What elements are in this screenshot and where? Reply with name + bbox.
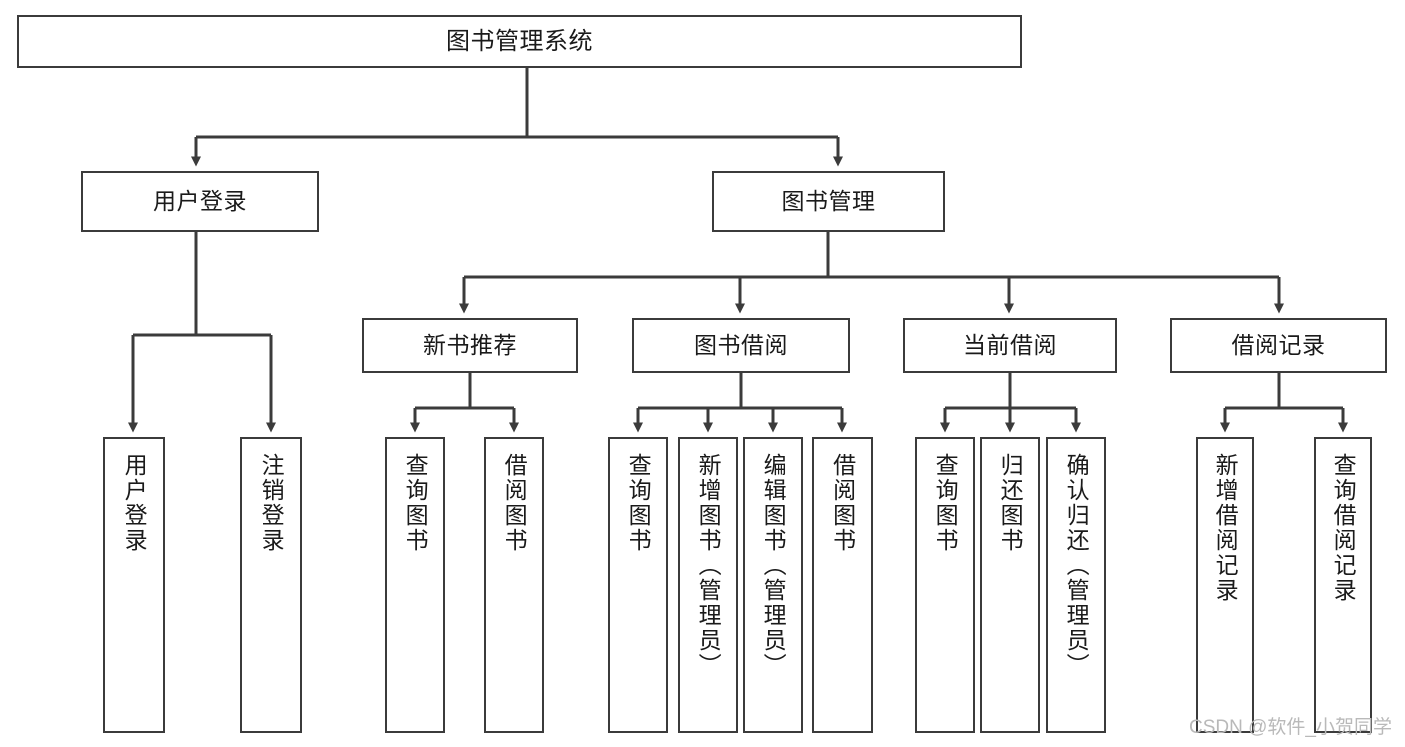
node-current-borrow[interactable]: 当前借阅 (903, 318, 1117, 373)
leaf-add-borrow-record[interactable]: 新增借阅记录 (1196, 437, 1254, 733)
node-label: 新增图书（管理员） (695, 453, 722, 678)
node-label: 借阅图书 (501, 453, 528, 553)
node-label: 当前借阅 (963, 332, 1057, 359)
node-borrow-record[interactable]: 借阅记录 (1170, 318, 1387, 373)
leaf-confirm-return-admin[interactable]: 确认归还（管理员） (1046, 437, 1106, 733)
node-label: 借阅记录 (1231, 332, 1326, 359)
node-label: 新书推荐 (423, 332, 517, 359)
node-label: 图书借阅 (694, 332, 788, 359)
leaf-borrow-book[interactable]: 借阅图书 (812, 437, 873, 733)
leaf-edit-book-admin[interactable]: 编辑图书（管理员） (743, 437, 803, 733)
leaf-query-book-borrow[interactable]: 查询图书 (608, 437, 668, 733)
leaf-return-book[interactable]: 归还图书 (980, 437, 1040, 733)
node-label: 图书管理系统 (446, 27, 593, 55)
node-label: 新增借阅记录 (1212, 453, 1239, 603)
node-new-book-recommend[interactable]: 新书推荐 (362, 318, 578, 373)
node-label: 查询图书 (932, 453, 959, 553)
node-label: 查询图书 (625, 453, 652, 553)
node-label: 编辑图书（管理员） (760, 453, 787, 678)
node-label: 借阅图书 (829, 453, 856, 553)
leaf-query-borrow-record[interactable]: 查询借阅记录 (1314, 437, 1372, 733)
node-label: 确认归还（管理员） (1063, 453, 1090, 678)
leaf-query-book-current[interactable]: 查询图书 (915, 437, 975, 733)
node-label: 注销登录 (258, 453, 285, 553)
node-root[interactable]: 图书管理系统 (17, 15, 1022, 68)
node-book-borrow[interactable]: 图书借阅 (632, 318, 850, 373)
node-label: 查询图书 (402, 453, 429, 553)
node-label: 查询借阅记录 (1330, 453, 1357, 603)
node-label: 归还图书 (997, 453, 1024, 553)
leaf-query-book-recommend[interactable]: 查询图书 (385, 437, 445, 733)
node-user-login[interactable]: 用户登录 (81, 171, 319, 232)
node-label: 用户登录 (153, 188, 247, 215)
leaf-logout[interactable]: 注销登录 (240, 437, 302, 733)
node-book-management[interactable]: 图书管理 (712, 171, 945, 232)
leaf-borrow-book-recommend[interactable]: 借阅图书 (484, 437, 544, 733)
leaf-user-login[interactable]: 用户登录 (103, 437, 165, 733)
watermark: CSDN @软件_小贺同学 (1189, 717, 1392, 738)
node-label: 图书管理 (781, 188, 876, 215)
leaf-add-book-admin[interactable]: 新增图书（管理员） (678, 437, 738, 733)
node-label: 用户登录 (121, 453, 148, 553)
